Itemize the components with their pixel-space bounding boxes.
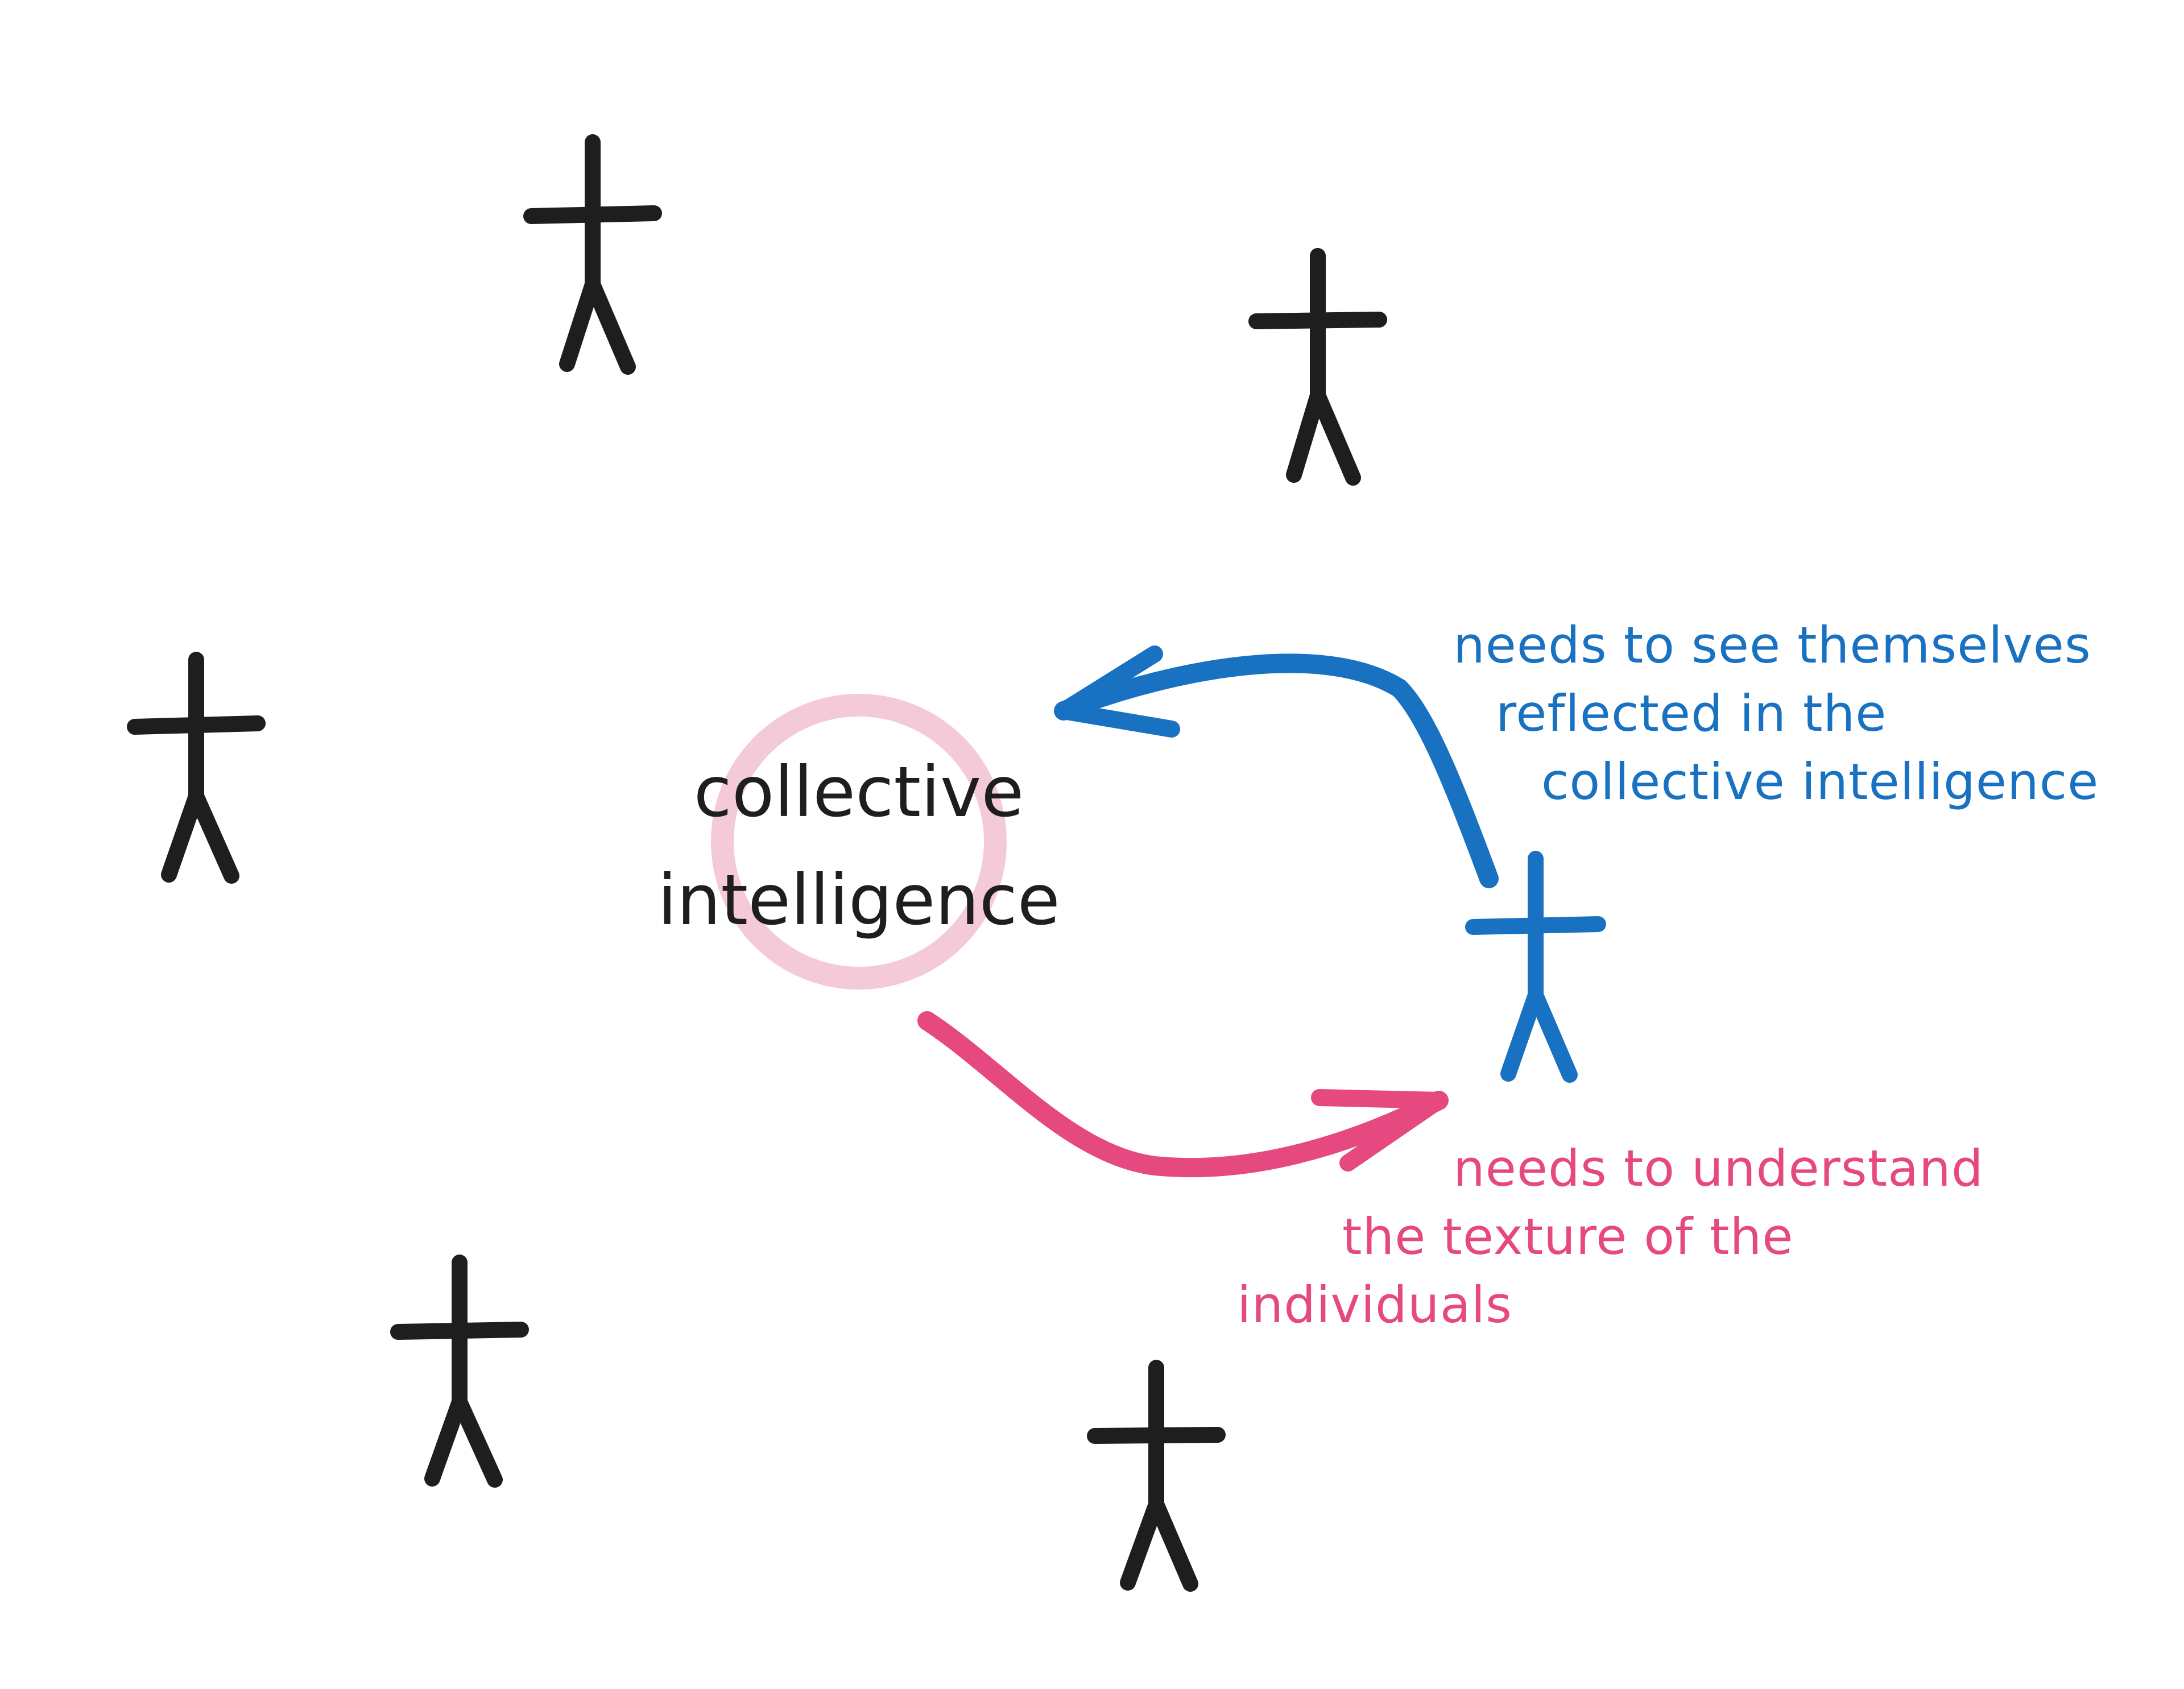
center-label-line-1: collective	[694, 752, 1024, 833]
arrow-individual-to-collective	[1054, 645, 1499, 888]
pink-note-line-1: needs to understand	[1453, 1139, 1984, 1198]
stick-figure-bottom-center	[1087, 1360, 1226, 1592]
blue-note-line-2: reflected in the	[1496, 684, 1887, 743]
highlight-circle	[711, 694, 1007, 990]
arrow-collective-to-individual	[917, 1011, 1449, 1178]
stick-figure-top-right	[1248, 248, 1387, 486]
pink-note-line-3: individuals	[1237, 1276, 1512, 1334]
blue-note-line-3: collective intelligence	[1541, 752, 2099, 811]
stick-figure-top-left	[523, 134, 662, 375]
pink-note-line-2: the texture of the	[1342, 1207, 1793, 1266]
stick-figure-bottom-left	[390, 1255, 529, 1488]
center-label-line-2: intelligence	[657, 860, 1060, 941]
stick-figure-left	[127, 652, 266, 884]
blue-note-line-1: needs to see themselves	[1453, 616, 2091, 674]
stick-figure-highlighted	[1465, 851, 1606, 1083]
